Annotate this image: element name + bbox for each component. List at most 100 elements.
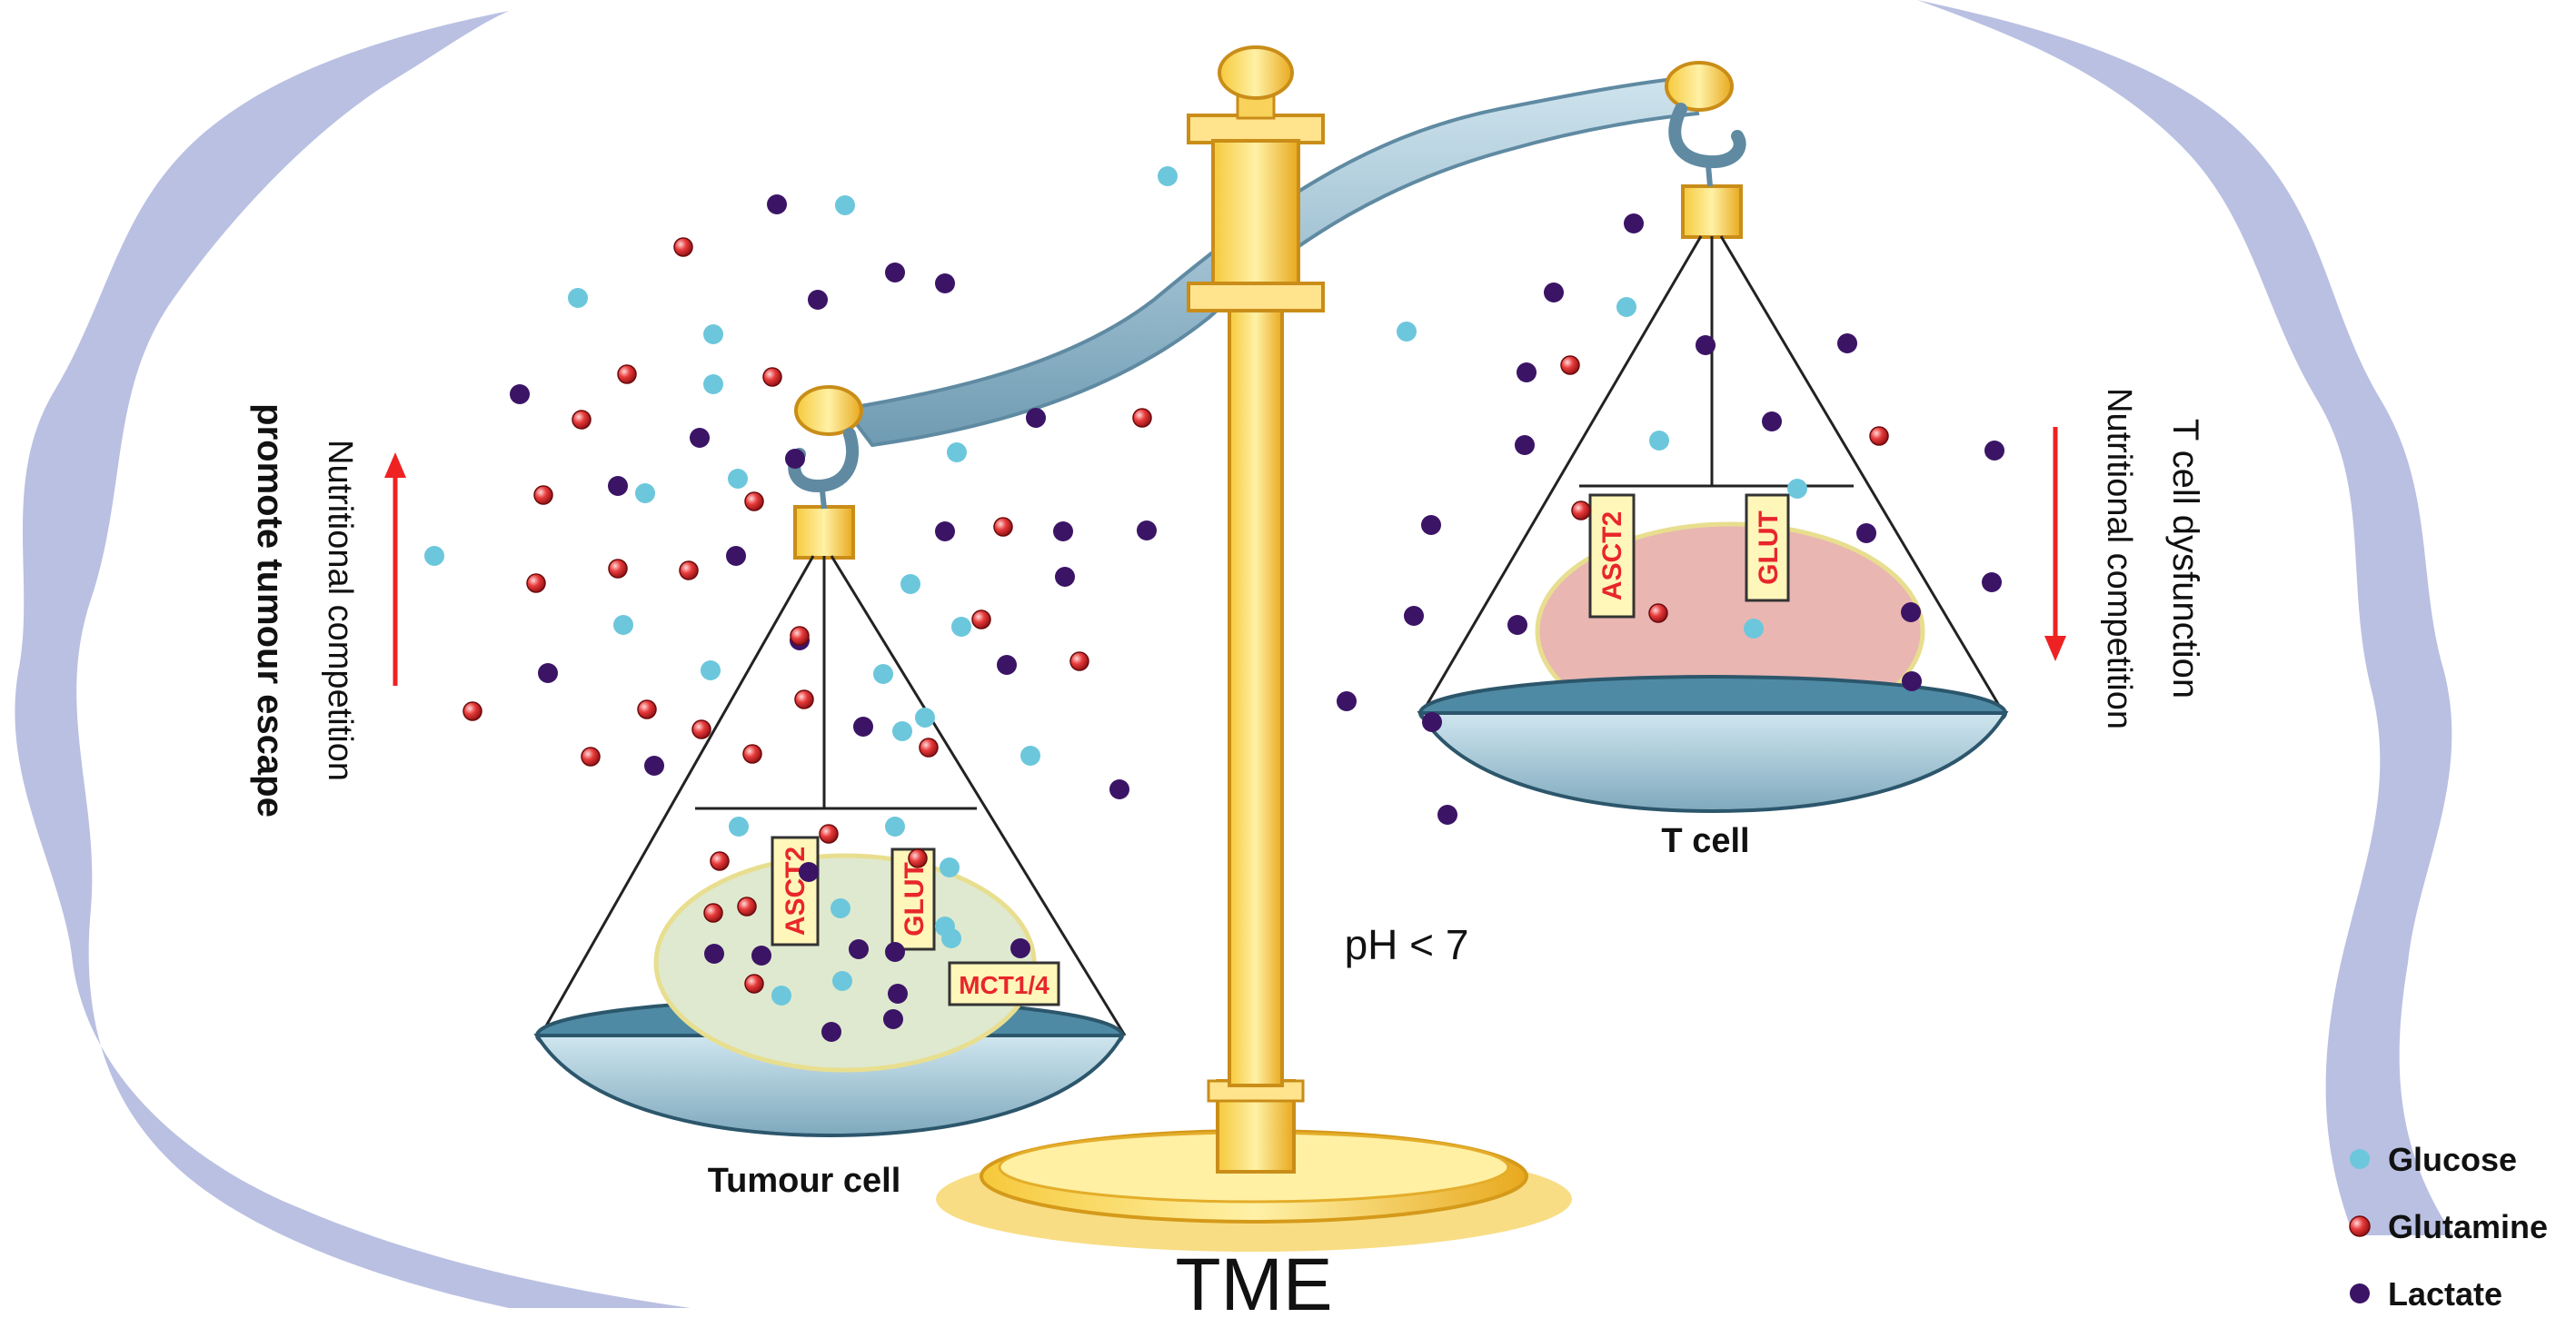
glutamine-dot	[1571, 500, 1591, 520]
glutamine-dot	[908, 848, 928, 868]
glutamine-dot	[993, 517, 1013, 537]
glucose-dot	[832, 971, 852, 991]
lactate-dot	[1109, 779, 1129, 799]
glucose-dot	[885, 817, 905, 837]
lactate-dot	[1010, 938, 1030, 958]
right-caption-line2: Nutritional competition	[2100, 388, 2138, 729]
glucose-dot	[873, 664, 893, 684]
glutamine-dot	[526, 573, 546, 593]
left-caption-line1: Nutritional competition	[321, 440, 359, 781]
glucose-dot	[830, 898, 850, 918]
glutamine-dot	[762, 367, 782, 387]
glucose-dot	[701, 660, 721, 680]
lactate-dot	[785, 449, 805, 469]
lactate-dot	[1026, 408, 1046, 428]
lactate-dot	[1422, 712, 1442, 732]
glutamine-dot	[1069, 651, 1089, 671]
lactate-dot	[935, 273, 955, 293]
glucose-dot	[1616, 297, 1636, 317]
svg-text:GLUT: GLUT	[1754, 510, 1784, 585]
lactate-dot	[510, 384, 530, 404]
glucose-dot	[1020, 746, 1040, 766]
lactate-dot	[767, 194, 787, 214]
glucose-dot	[424, 546, 444, 566]
glutamine-dot	[742, 744, 762, 764]
lactate-dot	[1437, 805, 1457, 825]
lactate-dot	[808, 290, 828, 310]
left-up-arrow	[384, 452, 406, 686]
glutamine-legend-swatch	[2349, 1215, 2371, 1237]
lactate-dot	[935, 521, 955, 541]
tumour-glut-tag: GLUT	[890, 847, 936, 951]
lactate-dot	[853, 717, 873, 737]
glutamine-dot	[617, 364, 637, 384]
tcell-asct2-tag: ASCT2	[1588, 493, 1636, 619]
glucose-dot	[703, 374, 723, 394]
glucose-dot	[935, 917, 955, 936]
lactate-dot	[1544, 282, 1564, 302]
glutamine-dot	[703, 903, 723, 923]
tcell-glut-tag: GLUT	[1745, 493, 1790, 602]
lactate-dot	[1337, 691, 1357, 711]
svg-text:ASCT2: ASCT2	[1597, 511, 1627, 600]
lactate-legend-swatch	[2350, 1283, 2370, 1303]
lactate-dot	[997, 655, 1017, 675]
glucose-dot	[635, 483, 655, 503]
legend-label-lactate: Lactate	[2388, 1275, 2502, 1313]
glutamine-dot	[462, 701, 482, 721]
lactate-dot	[883, 1009, 903, 1029]
glucose-dot	[703, 324, 723, 344]
lactate-dot	[1515, 435, 1535, 455]
glutamine-dot	[790, 626, 810, 646]
lactate-dot	[704, 944, 724, 964]
glucose-dot	[568, 288, 588, 308]
tcell-pan-dish	[1417, 675, 2009, 814]
lactate-dot	[1055, 567, 1075, 587]
glutamine-dot	[581, 747, 601, 767]
glutamine-dot	[819, 824, 839, 844]
lactate-dot	[1762, 411, 1782, 431]
lactate-dot	[888, 984, 908, 1004]
glucose-dot	[900, 574, 920, 594]
molecule-dots	[424, 166, 2004, 1042]
legend-item-lactate: Lactate	[2350, 1275, 2502, 1313]
lactate-dot	[1902, 671, 1922, 691]
glucose-dot	[951, 617, 971, 637]
glucose-dot	[728, 469, 748, 489]
legend-item-glutamine: Glutamine	[2349, 1208, 2548, 1245]
lactate-dot	[1421, 515, 1441, 535]
tcell-pan	[1420, 235, 2005, 714]
glucose-dot	[729, 817, 749, 837]
glutamine-dot	[679, 560, 699, 580]
glutamine-dot	[1132, 408, 1152, 428]
right-caption-line1: T cell dysfunction	[2165, 419, 2205, 699]
tumour-asct2-tag: ASCT2	[771, 836, 820, 946]
lactate-dot	[1982, 572, 2002, 592]
svg-text:GLUT: GLUT	[900, 862, 930, 936]
t-cell-label: T cell	[1661, 822, 1749, 860]
lactate-dot	[1696, 335, 1716, 355]
lactate-dot	[690, 428, 710, 448]
glutamine-dot	[572, 410, 592, 430]
glutamine-dot	[737, 897, 757, 917]
glutamine-dot	[794, 689, 814, 709]
lactate-dot	[1837, 333, 1857, 353]
lactate-dot	[644, 756, 664, 776]
glucose-dot	[892, 721, 912, 741]
right-down-arrow	[2044, 427, 2066, 661]
glucose-dot	[771, 986, 791, 1006]
glucose-dot	[940, 857, 960, 877]
glutamine-dot	[744, 491, 764, 511]
lactate-dot	[1053, 521, 1073, 541]
glutamine-dot	[744, 974, 764, 994]
svg-text:ASCT2: ASCT2	[781, 847, 811, 936]
lactate-dot	[1137, 520, 1157, 540]
legend-item-glucose: Glucose	[2350, 1141, 2517, 1178]
tme-label: TME	[1175, 1244, 1332, 1318]
glutamine-dot	[1560, 355, 1580, 375]
glutamine-dot	[1869, 426, 1889, 446]
left-caption-line2: promote tumour escape	[250, 403, 290, 818]
glutamine-dot	[691, 719, 711, 739]
glucose-dot	[915, 708, 935, 728]
